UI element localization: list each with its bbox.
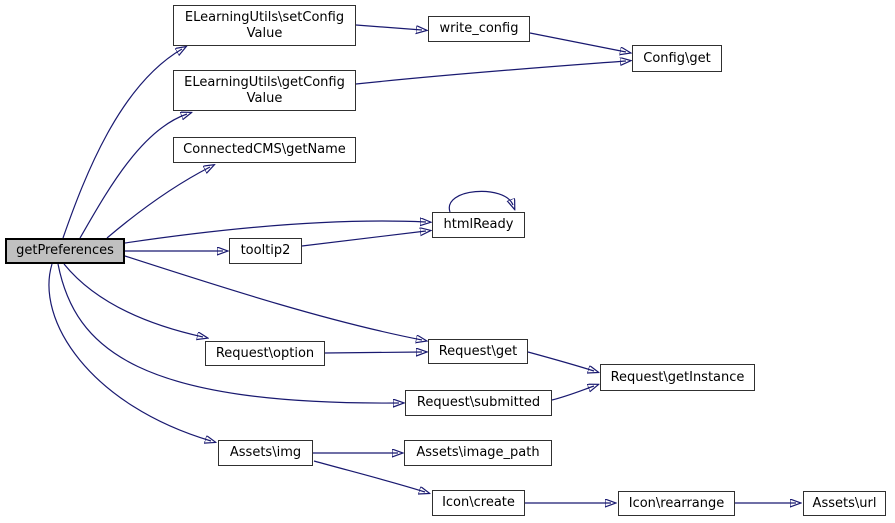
node-request-get[interactable]: Request\get <box>428 339 528 364</box>
node-write-config[interactable]: write_config <box>428 16 530 42</box>
node-label: ConnectedCMS\getName <box>183 142 346 157</box>
node-label: Assets\url <box>812 495 877 511</box>
node-label: htmlReady <box>443 217 514 232</box>
node-label: Request\submitted <box>416 395 541 410</box>
node-label: Assets\img <box>229 445 302 460</box>
node-request-getinstance[interactable]: Request\getInstance <box>600 364 755 391</box>
node-label: Icon\rearrange <box>628 495 725 511</box>
node-label: ELearningUtils\getConfig Value <box>184 74 345 106</box>
node-label: Request\option <box>215 345 315 361</box>
edge-getPreferences-to-setConfigValue <box>62 49 182 239</box>
node-label: Icon\create <box>442 495 515 510</box>
edge-tooltip2-to-htmlReady <box>301 231 426 247</box>
node-label: ELearningUtils\setConfig Value <box>184 9 345 41</box>
node-icon-rearrange[interactable]: Icon\rearrange <box>618 491 735 516</box>
edge-setConfigValue-to-write-config <box>355 24 422 30</box>
node-assets-image-path[interactable]: Assets\image_path <box>404 440 552 466</box>
node-assets-url[interactable]: Assets\url <box>803 491 886 516</box>
node-getPreferences: getPreferences <box>5 238 125 264</box>
edge-getPreferences-to-assets-img <box>48 263 211 441</box>
node-connectedcms-getname[interactable]: ConnectedCMS\getName <box>173 137 356 163</box>
node-label: tooltip2 <box>240 243 291 258</box>
node-htmlready[interactable]: htmlReady <box>432 212 525 238</box>
edge-request-get-to-request-getInstance <box>527 351 594 371</box>
node-config-get[interactable]: Config\get <box>632 45 722 72</box>
node-request-option[interactable]: Request\option <box>205 341 325 366</box>
edge-getPreferences-to-getConfigValue <box>79 114 187 239</box>
edge-getPreferences-to-request-option <box>63 263 203 337</box>
node-assets-img[interactable]: Assets\img <box>218 440 313 466</box>
edge-request-option-to-request-get <box>324 352 422 353</box>
node-label: Assets\image_path <box>416 445 540 460</box>
node-label: getPreferences <box>16 243 114 258</box>
node-tooltip2[interactable]: tooltip2 <box>229 238 302 264</box>
node-request-submitted[interactable]: Request\submitted <box>405 390 552 416</box>
edge-assets-img-to-icon-create <box>313 460 425 492</box>
node-label: Config\get <box>643 50 711 66</box>
edge-getConfigValue-to-config-get <box>355 61 626 85</box>
edge-getPreferences-to-request-get <box>124 255 422 340</box>
node-label: Request\getInstance <box>610 369 745 385</box>
node-elearningutils-setconfigvalue[interactable]: ELearningUtils\setConfig Value <box>173 5 356 46</box>
node-icon-create[interactable]: Icon\create <box>432 490 525 516</box>
node-elearningutils-getconfigvalue[interactable]: ELearningUtils\getConfig Value <box>173 70 356 111</box>
edge-getPreferences-to-htmlReady <box>124 221 426 244</box>
edge-request-submitted-to-request-getInstance <box>551 386 594 401</box>
edge-htmlReady-self-loop <box>448 190 513 213</box>
edge-write-config-to-config-get <box>529 32 626 52</box>
edge-getPreferences-to-getName <box>106 167 210 239</box>
node-label: Request\get <box>438 343 518 359</box>
node-label: write_config <box>439 21 519 36</box>
edge-getPreferences-to-request-submitted <box>57 263 399 403</box>
